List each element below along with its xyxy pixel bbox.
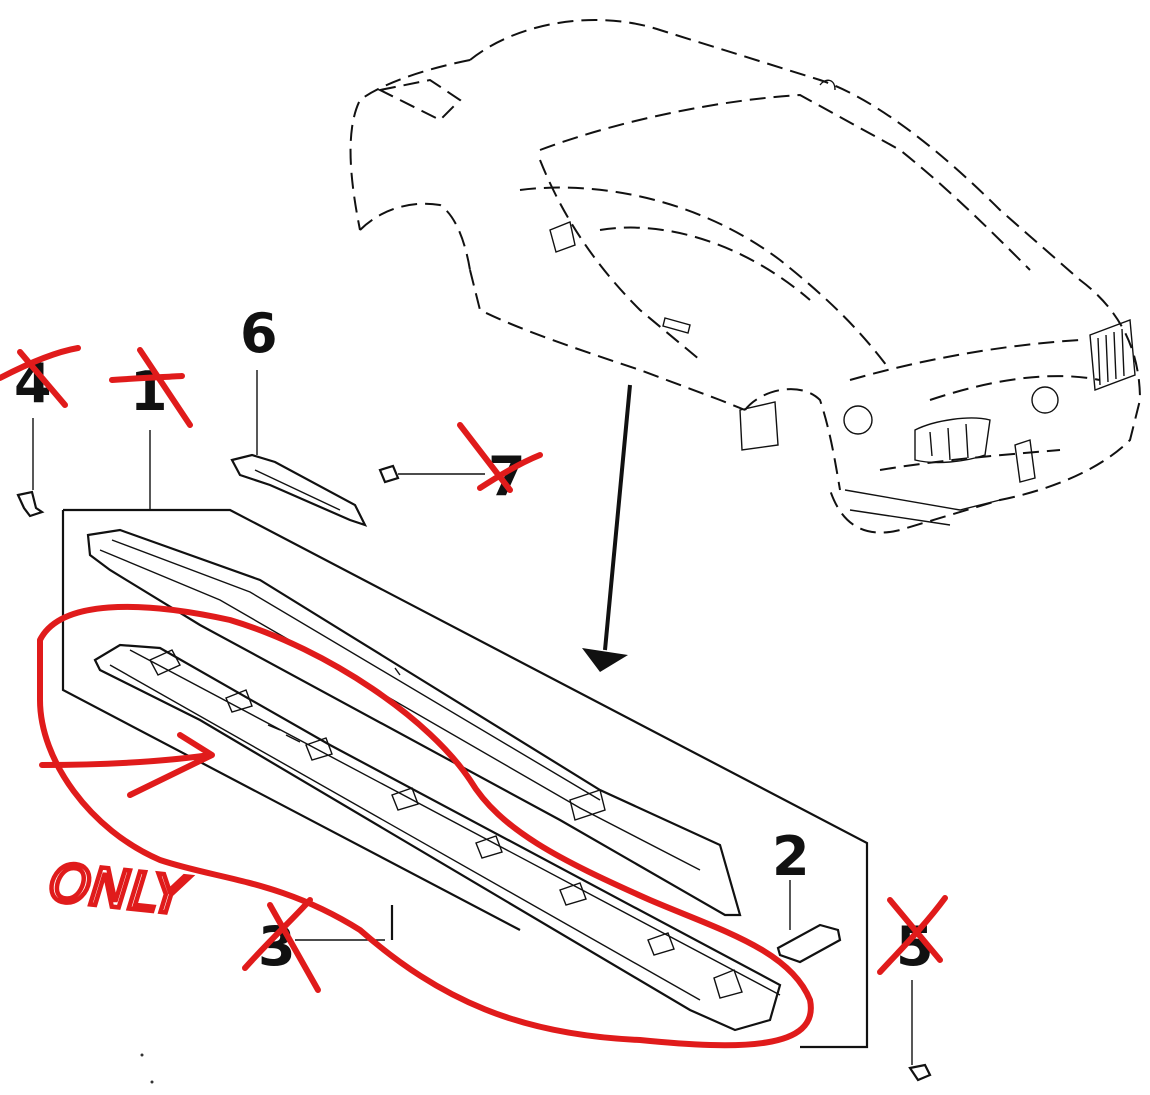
speck	[150, 1080, 154, 1084]
cross-1-b	[137, 347, 193, 428]
car-outline	[349, 19, 1142, 534]
cross-4-a	[0, 345, 81, 381]
pointer-arrow	[582, 384, 632, 672]
cross-1-a	[109, 373, 185, 383]
bracket-part-2	[776, 880, 842, 964]
callout-6: 6	[240, 302, 278, 365]
speck	[140, 1053, 144, 1057]
bracket-part-6	[230, 370, 368, 527]
red-annotations: ONLY	[0, 345, 948, 1049]
cross-4-b	[17, 349, 68, 408]
red-arrow-shaft	[39, 752, 213, 768]
cross-7-b	[477, 452, 543, 491]
cross-5-b	[887, 897, 943, 963]
red-arrow-head	[127, 732, 215, 798]
callout-2: 2	[772, 825, 810, 888]
rocker-reinforcement	[93, 643, 782, 1032]
cross-5-a	[877, 895, 948, 975]
callout-1: 1	[130, 360, 168, 423]
cross-7-a	[457, 422, 513, 493]
assembly-frame	[61, 508, 869, 1049]
circle-highlight	[37, 603, 814, 1049]
rocker-panel	[86, 528, 742, 917]
screw-part-5	[908, 980, 932, 1082]
screw-part-4	[16, 418, 45, 518]
cross-3-a	[242, 897, 313, 971]
clip-part-7	[378, 464, 485, 484]
cross-3-b	[267, 902, 321, 993]
